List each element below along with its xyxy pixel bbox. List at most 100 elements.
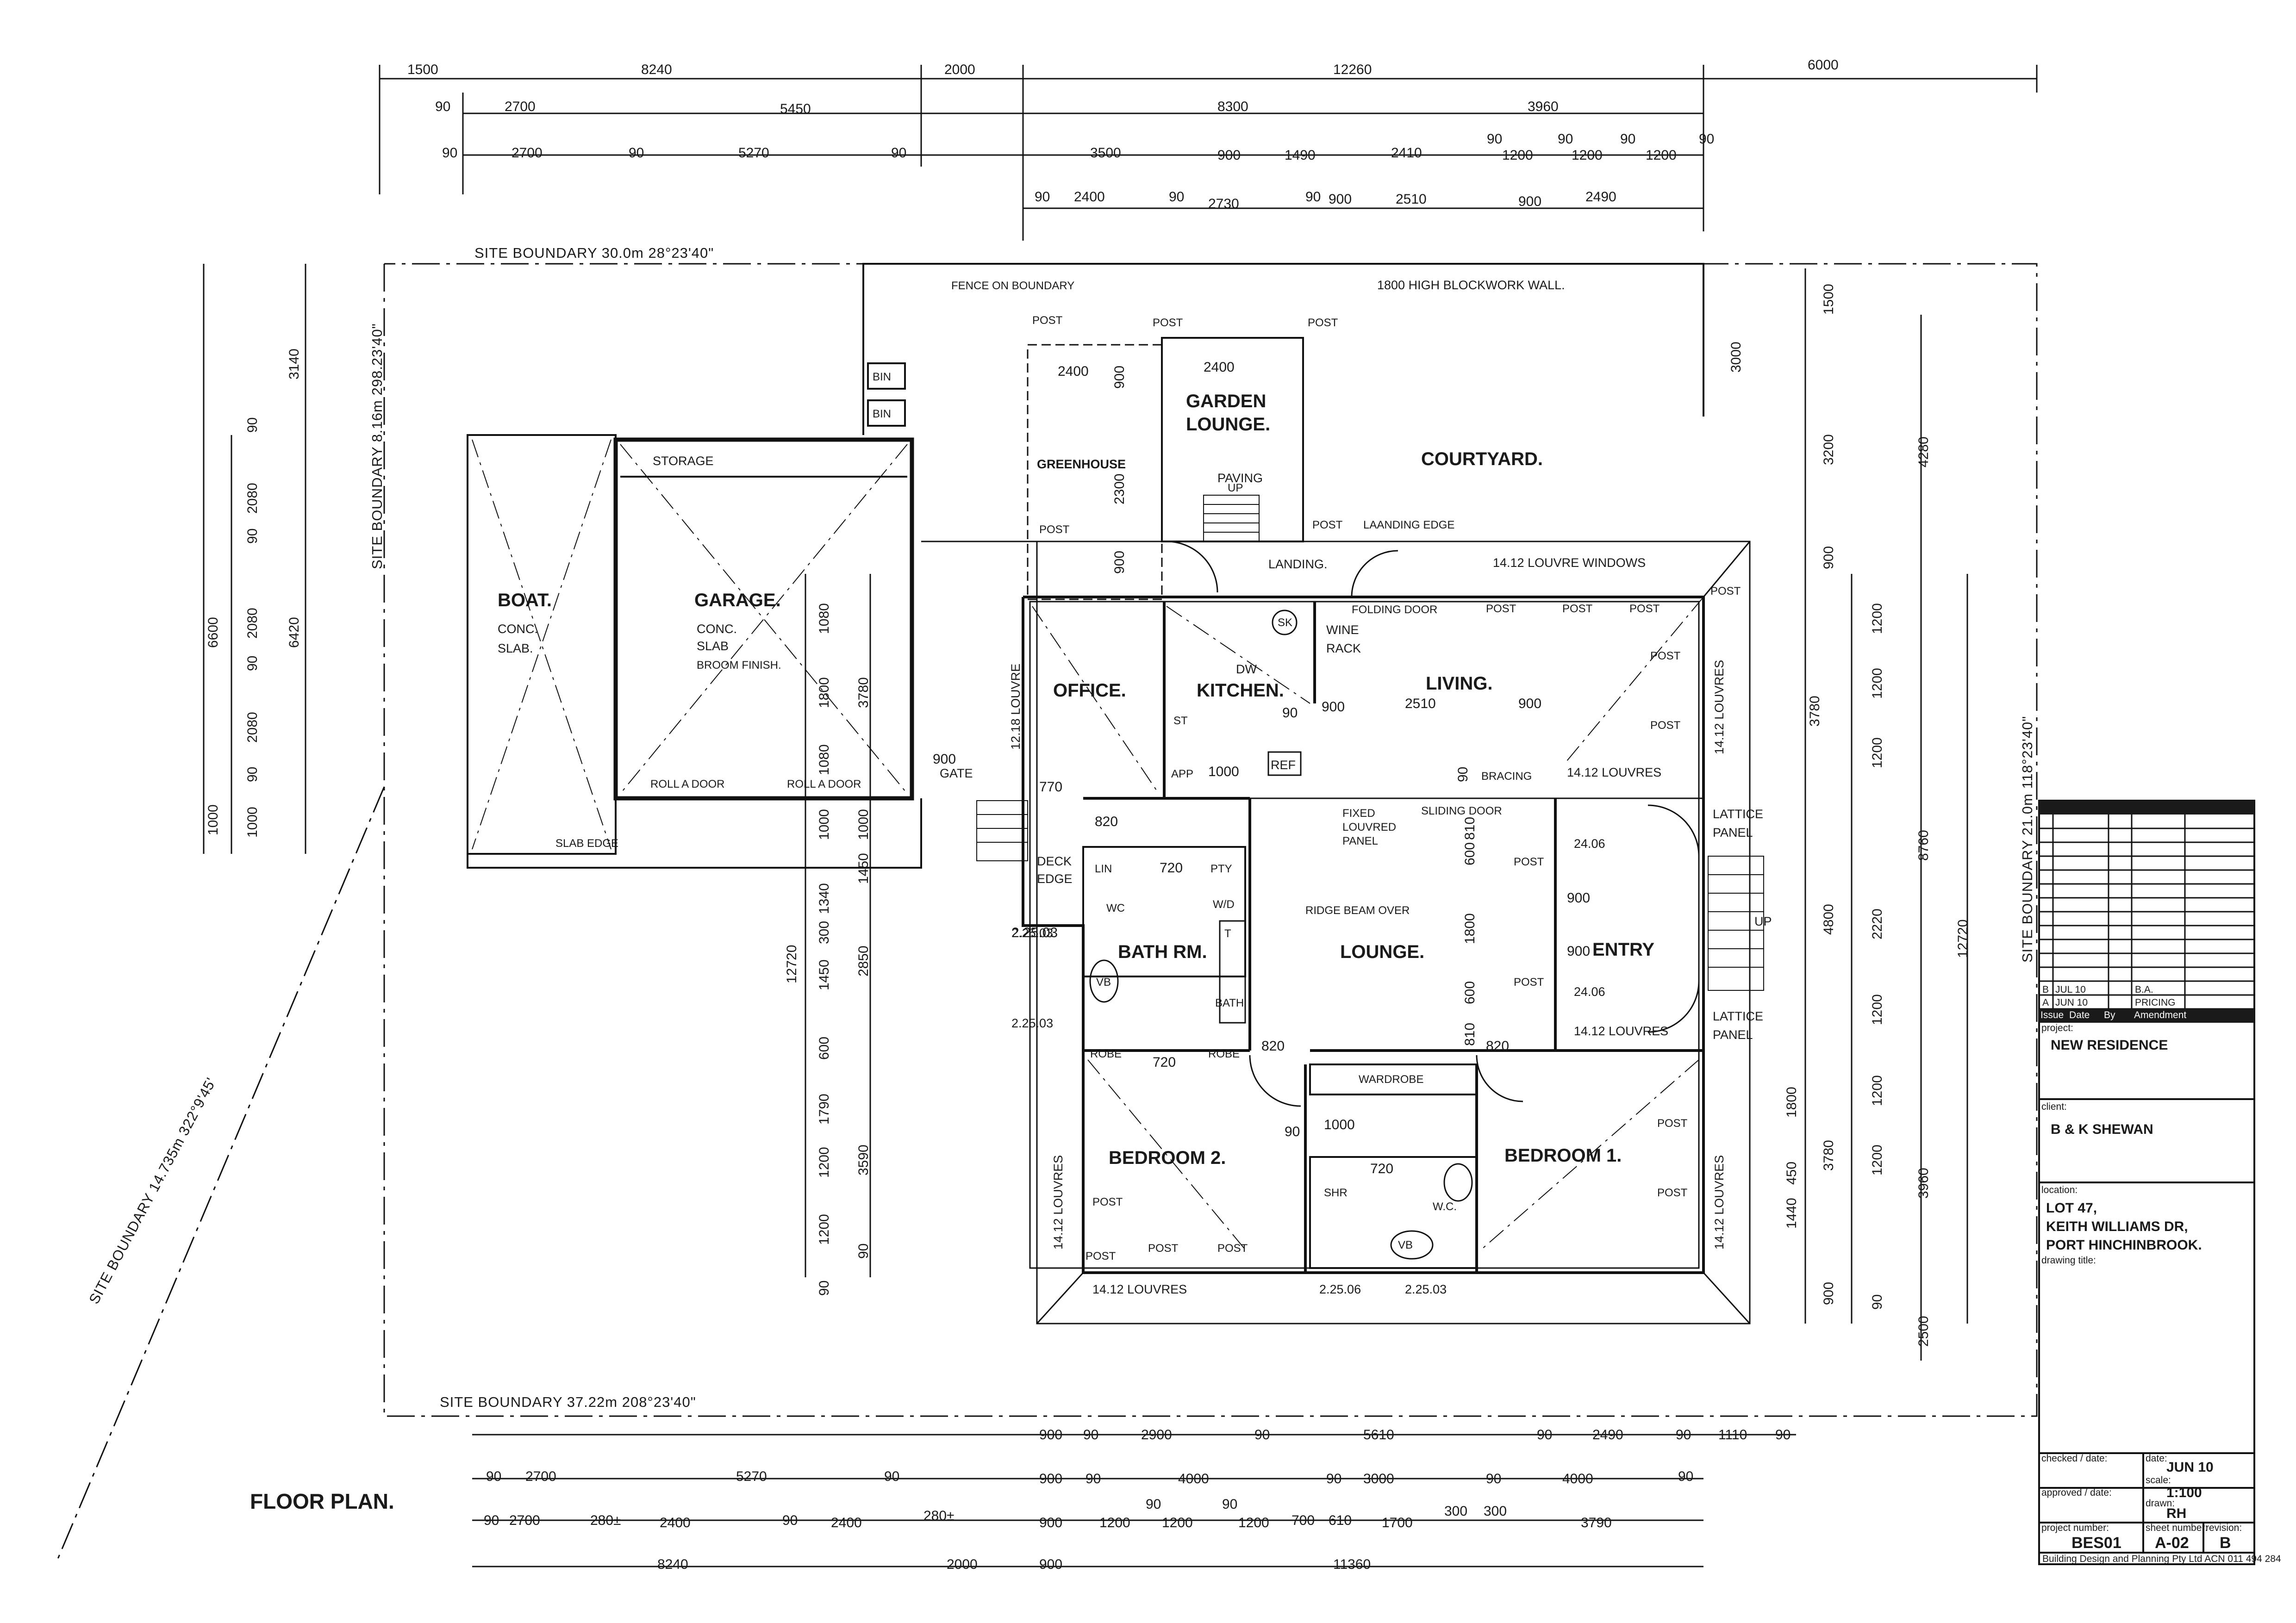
room-boat: BOAT.: [498, 590, 552, 610]
dimension-right: 450: [1784, 1162, 1799, 1185]
robe-label: ROBE: [1208, 1048, 1240, 1060]
dimension-inner: 2.25.03: [1011, 925, 1058, 940]
boat-slab: [467, 434, 617, 855]
dimension-top: 900: [1217, 148, 1241, 163]
dimension-left: 1000: [245, 807, 260, 838]
dimension-right: 1500: [1821, 284, 1836, 315]
dimension-inner: 1800: [1462, 913, 1478, 944]
level-label: 2.25.03: [1405, 1282, 1447, 1296]
dimension-inner: 720: [1370, 1161, 1393, 1176]
post-label: POST: [1039, 523, 1070, 536]
dimension-bottom: 2000: [947, 1557, 978, 1572]
dimension-top: 2400: [1074, 189, 1105, 205]
dimension-top: 2510: [1396, 192, 1427, 207]
dimension-inner: 2510: [1405, 696, 1436, 711]
dimension-mid-left: 1450: [817, 959, 832, 990]
dimension-top: 3500: [1090, 145, 1121, 161]
app-label: APP: [1171, 768, 1193, 780]
dimension-right: 1200: [1870, 668, 1885, 699]
rev-b-date: JUL 10: [2055, 984, 2086, 995]
dimension-top: 12260: [1333, 62, 1372, 77]
dimension-bottom: 90: [1086, 1471, 1101, 1486]
dimension-mid-left: 3780: [856, 677, 871, 708]
dimension-top: 90: [629, 145, 644, 161]
pty-label: PTY: [1210, 863, 1232, 875]
dimension-mid-left: 1080: [817, 603, 832, 634]
dimension-mid-left: 1200: [817, 1147, 832, 1178]
project-number: BES01: [2071, 1534, 2121, 1552]
dimension-left: 6600: [206, 617, 221, 648]
date-value: JUN 10: [2166, 1460, 2214, 1475]
dimension-inner: 900: [1567, 944, 1590, 959]
up-label: UP: [1754, 914, 1772, 928]
dimension-inner: 2400: [1058, 364, 1089, 379]
dimension-bottom: 8240: [657, 1557, 688, 1572]
dimension-top: 2700: [505, 99, 536, 114]
post-label: POST: [1308, 317, 1338, 329]
room-garden-lounge: GARDEN: [1186, 391, 1266, 411]
rev-header-by: By: [2104, 1010, 2115, 1020]
dimension-top: 90: [1035, 189, 1050, 205]
dimension-top: 90: [1169, 189, 1184, 205]
dimension-top: 900: [1329, 192, 1352, 207]
dimension-right: 1800: [1784, 1087, 1799, 1118]
dimension-right: 1200: [1870, 1144, 1885, 1175]
dimension-bottom: 900: [1039, 1427, 1062, 1443]
dimension-inner: 810: [1462, 1023, 1478, 1046]
dimension-mid-left: 90: [856, 1244, 871, 1259]
bath-tub-label: BATH: [1215, 997, 1244, 1009]
bin-box: [867, 362, 906, 390]
dimension-top: 5450: [780, 101, 811, 117]
dimension-mid-left: 1080: [817, 744, 832, 775]
room-storage: STORAGE: [653, 454, 714, 468]
dimension-inner: 2300: [1112, 473, 1127, 504]
dimension-bottom: 2900: [1141, 1427, 1172, 1443]
ridge-beam-label: RIDGE BEAM OVER: [1305, 904, 1410, 917]
dimension-top: 2410: [1391, 145, 1422, 161]
rev-header-amendment: Amendment: [2134, 1010, 2186, 1020]
boundary-southwest-text: SITE BOUNDARY 14.735m 322°9'45': [86, 1075, 219, 1306]
sheet-number: A-02: [2155, 1534, 2189, 1552]
dimension-inner: 900: [933, 752, 956, 767]
scale-value: 1:100: [2166, 1485, 2202, 1500]
dimension-inner: 900: [1518, 696, 1541, 711]
dimension-bottom: 90: [1083, 1427, 1098, 1443]
post-label: POST: [1650, 650, 1681, 662]
dimension-top: 2490: [1585, 189, 1616, 205]
dimension-bottom: 90: [1254, 1427, 1270, 1443]
level-label: 2.25.06: [1319, 1282, 1361, 1296]
post-label: POST: [1650, 719, 1681, 732]
fixed-panel-label: LOUVRED: [1342, 821, 1396, 833]
dimension-top: 900: [1518, 194, 1541, 209]
louvre-windows-label: 14.12 LOUVRE WINDOWS: [1493, 556, 1646, 570]
dimension-inner: 820: [1095, 814, 1118, 829]
dimension-bottom: 2490: [1592, 1427, 1623, 1443]
dimension-left: 90: [245, 529, 260, 544]
post-label: POST: [1710, 585, 1741, 597]
dimension-right: 900: [1821, 1282, 1836, 1305]
drawing-title-label: drawing title:: [2041, 1255, 2096, 1266]
dimension-bottom: 2700: [525, 1469, 556, 1484]
up-label: UP: [1228, 482, 1243, 494]
dimension-top: 90: [435, 99, 450, 114]
landing-label: LANDING.: [1268, 557, 1328, 571]
dimension-right: 900: [1821, 546, 1836, 569]
post-label: POST: [1086, 1250, 1116, 1262]
dimension-left: 90: [245, 767, 260, 782]
fixed-panel-label: PANEL: [1342, 835, 1378, 847]
room-bedroom-2: BEDROOM 2.: [1109, 1148, 1226, 1168]
dimension-bottom: 1110: [1718, 1427, 1747, 1443]
drawn-value: RH: [2166, 1506, 2186, 1521]
house-inner-wall: [1029, 601, 1700, 1269]
bin-label: BIN: [873, 371, 891, 383]
project-label: project:: [2041, 1023, 2073, 1033]
dimension-mid-left: 1000: [856, 809, 871, 840]
post-label: POST: [1312, 519, 1343, 531]
dimension-bottom: 2700: [509, 1513, 540, 1528]
lin-label: LIN: [1095, 863, 1112, 875]
rev-a-issue: A: [2042, 997, 2049, 1008]
roll-door-label: ROLL A DOOR: [787, 778, 861, 790]
boundary-north-text: SITE BOUNDARY 30.0m 28°23'40": [474, 245, 714, 261]
dimension-right: 4800: [1821, 904, 1836, 935]
